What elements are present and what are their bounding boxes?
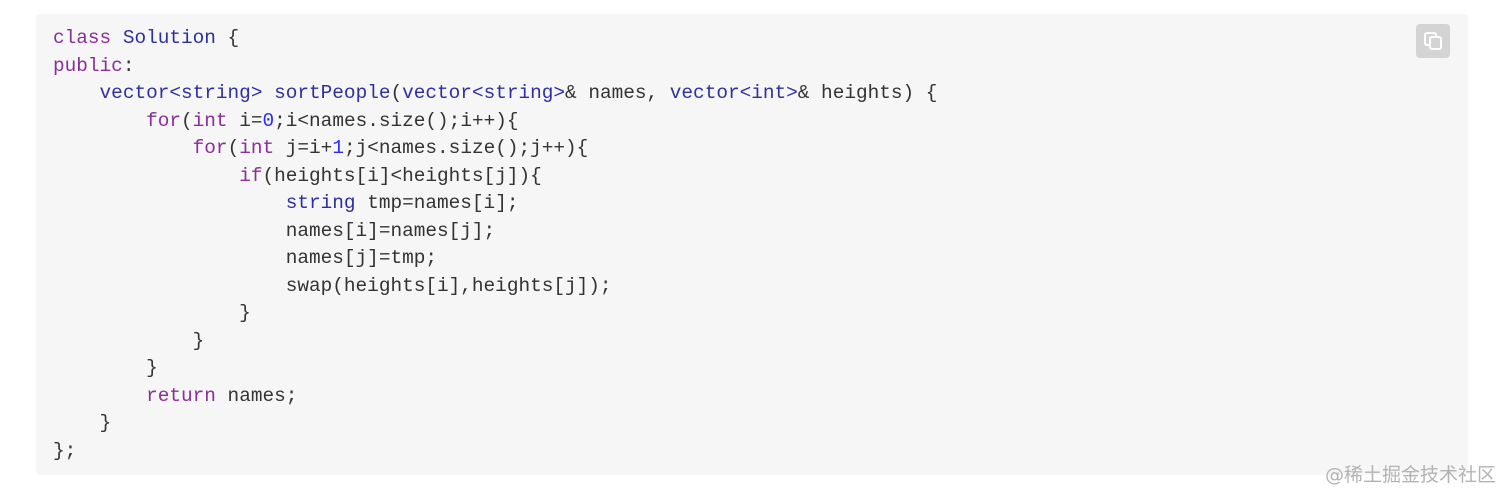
code-token-plain: j=i+ [274, 137, 333, 159]
code-line: names[j]=tmp; [53, 245, 937, 273]
code-line: } [53, 300, 937, 328]
code-token-plain: } [53, 412, 112, 434]
code-token-plain: } [53, 357, 158, 379]
code-token-plain: tmp=names[i]; [355, 192, 519, 214]
copy-code-button[interactable] [1416, 24, 1450, 58]
code-token-plain: ;j<names.size();j++){ [343, 137, 589, 159]
code-token-plain: { [215, 27, 240, 49]
code-token-plain [53, 192, 286, 214]
code-line: for(int i=0;i<names.size();i++){ [53, 108, 937, 136]
code-token-function: sortPeople [274, 82, 391, 104]
code-token-plain: } [53, 302, 251, 324]
code-token-plain: i= [227, 109, 263, 132]
code-token-type: vector<string> [402, 82, 566, 104]
code-line: } [53, 328, 937, 356]
code-line: vector<string> sortPeople(vector<string>… [53, 80, 938, 108]
code-token-plain: } [53, 329, 205, 352]
code-token-plain: swap(heights[i],heights[j]); [53, 274, 612, 297]
copy-icon [1423, 31, 1443, 51]
code-line: }; [53, 438, 937, 466]
code-token-plain [111, 27, 123, 49]
code-token-number: 1 [332, 137, 344, 159]
code-token-type: vector<int> [669, 82, 798, 104]
code-token-plain: & heights) { [797, 82, 938, 104]
code-token-type: vector<string> [99, 82, 263, 104]
code-token-keyword: public [53, 54, 123, 77]
code-token-keyword: for [146, 109, 182, 132]
watermark: @稀土掘金技术社区 [1324, 464, 1496, 486]
code-token-plain: }; [53, 439, 77, 462]
code-token-plain: & names, [565, 82, 670, 104]
code-content[interactable]: class Solution {public: vector<string> s… [53, 25, 937, 465]
code-token-keyword: return [146, 384, 216, 407]
code-token-plain: names[j]=tmp; [53, 247, 437, 269]
code-line: names[i]=names[j]; [53, 218, 937, 246]
code-token-plain [53, 385, 146, 407]
code-token-plain [53, 82, 100, 104]
code-token-plain [53, 137, 193, 159]
code-token-plain: (heights[i]<heights[j]){ [262, 164, 542, 187]
code-line: public: [53, 53, 937, 81]
code-line: } [53, 410, 937, 438]
code-line: swap(heights[i],heights[j]); [53, 273, 937, 301]
code-line: } [53, 355, 937, 383]
code-token-plain [53, 165, 239, 187]
code-token-keyword: if [239, 164, 263, 187]
code-line: if(heights[i]<heights[j]){ [53, 163, 937, 191]
code-token-keyword: int [192, 109, 228, 132]
code-token-plain: ( [390, 82, 403, 104]
code-token-plain: ( [181, 109, 193, 132]
code-token-keyword: int [239, 137, 275, 159]
code-token-plain: : [122, 54, 135, 77]
code-token-plain: names[i]=names[j]; [53, 219, 496, 242]
code-line: string tmp=names[i]; [53, 190, 937, 218]
code-line: return names; [53, 383, 937, 411]
code-token-type: string [285, 192, 356, 214]
code-line: for(int j=i+1;j<names.size();j++){ [53, 135, 937, 163]
code-token-plain: ( [227, 137, 240, 159]
code-token-plain [53, 110, 146, 132]
code-token-keyword: class [53, 27, 112, 49]
code-block: class Solution {public: vector<string> s… [36, 14, 1468, 475]
code-line: class Solution { [53, 25, 937, 53]
code-token-plain [262, 82, 274, 104]
code-token-keyword: for [192, 137, 228, 159]
code-token-number: 0 [262, 109, 275, 132]
code-token-type: Solution [122, 27, 216, 49]
code-token-plain: names; [215, 384, 298, 407]
code-token-plain: ;i<names.size();i++){ [274, 109, 519, 132]
